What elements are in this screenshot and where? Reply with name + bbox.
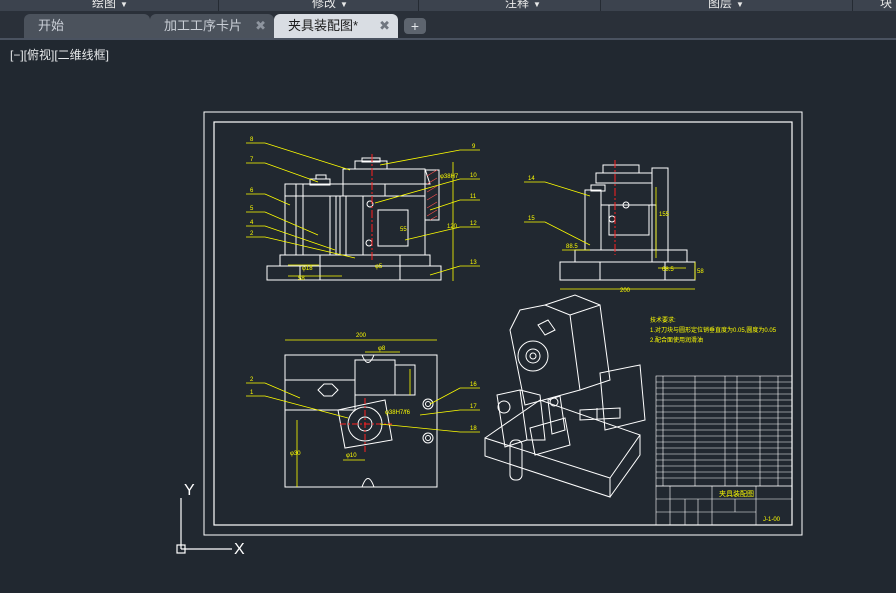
top-view-labels: 2 1 16 17 18 200 φ8 φ38H7/f6 φ30 φ10 bbox=[250, 333, 477, 459]
svg-text:68.5: 68.5 bbox=[662, 267, 674, 273]
viewport-controls[interactable]: [−][俯视][二维线框] bbox=[10, 48, 110, 62]
svg-text:13: 13 bbox=[470, 260, 477, 266]
ribbon-panel-modify[interactable]: 修改▼ bbox=[312, 0, 348, 11]
ucs-y-label: Y bbox=[184, 482, 195, 499]
panel-divider bbox=[600, 0, 601, 11]
side-view bbox=[559, 164, 696, 281]
title-block bbox=[655, 485, 793, 526]
panel-divider bbox=[218, 0, 219, 11]
sheet-outer-border bbox=[203, 111, 803, 536]
tab-label: 夹具装配图* bbox=[288, 18, 359, 33]
ribbon-panel-modify-label: 修改 bbox=[312, 0, 337, 10]
svg-text:18: 18 bbox=[470, 426, 477, 432]
svg-text:17: 17 bbox=[470, 404, 477, 410]
file-tab-bar: 开始 加工工序卡片 ✖ 夹具装配图* ✖ bbox=[0, 11, 896, 40]
chevron-down-icon: ▼ bbox=[340, 0, 348, 9]
svg-text:16: 16 bbox=[470, 382, 477, 388]
panel-divider bbox=[418, 0, 419, 11]
svg-text:2.配合面使用润滑油: 2.配合面使用润滑油 bbox=[650, 336, 703, 344]
svg-text:9: 9 bbox=[472, 144, 476, 150]
chevron-down-icon: ▼ bbox=[120, 0, 128, 9]
svg-text:200: 200 bbox=[356, 333, 367, 339]
close-icon[interactable]: ✖ bbox=[379, 18, 390, 33]
ribbon-panel-layers[interactable]: 图层▼ bbox=[708, 0, 744, 11]
svg-text:200: 200 bbox=[620, 288, 631, 294]
svg-text:15: 15 bbox=[528, 216, 535, 222]
sheet-inner-border bbox=[213, 121, 793, 526]
svg-text:1.对刀块与圆形定位销垂直度为0.05,圆度为0.05: 1.对刀块与圆形定位销垂直度为0.05,圆度为0.05 bbox=[650, 326, 777, 334]
side-view-leaders bbox=[524, 181, 696, 290]
front-view-leaders bbox=[246, 142, 480, 281]
svg-text:φ38H7/f6: φ38H7/f6 bbox=[385, 410, 411, 416]
svg-text:φ5: φ5 bbox=[375, 264, 383, 270]
top-view bbox=[284, 354, 438, 488]
svg-text:1: 1 bbox=[250, 390, 254, 396]
ribbon-panel-draw[interactable]: 绘图▼ bbox=[92, 0, 128, 11]
tab-fixture-assembly[interactable]: 夹具装配图* ✖ bbox=[274, 14, 398, 38]
svg-text:88.5: 88.5 bbox=[566, 244, 578, 250]
front-view-labels: 8 7 6 5 4 2 9 10 11 12 13 φ18 58 φ38H7 5… bbox=[250, 137, 477, 282]
tab-process-card[interactable]: 加工工序卡片 ✖ bbox=[150, 14, 274, 38]
ribbon-panel-annotate[interactable]: 注释▼ bbox=[505, 0, 541, 11]
svg-text:技术要求:: 技术要求: bbox=[650, 316, 676, 324]
front-view bbox=[266, 157, 442, 281]
svg-text:58: 58 bbox=[697, 269, 704, 275]
svg-text:φ30: φ30 bbox=[290, 451, 301, 457]
technical-requirements: 技术要求: 1.对刀块与圆形定位销垂直度为0.05,圆度为0.05 2.配合面使… bbox=[650, 316, 777, 344]
top-view-leaders bbox=[246, 339, 480, 487]
tab-label: 加工工序卡片 bbox=[164, 18, 243, 33]
svg-text:12: 12 bbox=[470, 221, 477, 227]
svg-text:7: 7 bbox=[250, 157, 254, 163]
new-tab-button[interactable]: + bbox=[404, 18, 426, 34]
title-block-drawing-number: J-1-00 bbox=[763, 517, 781, 523]
svg-text:φ10: φ10 bbox=[346, 453, 357, 459]
tab-start[interactable]: 开始 bbox=[24, 14, 150, 38]
ucs-icon bbox=[176, 498, 232, 554]
ribbon-panel-block[interactable]: 块 bbox=[880, 0, 892, 11]
close-icon[interactable]: ✖ bbox=[255, 18, 266, 33]
svg-text:14: 14 bbox=[528, 176, 535, 182]
svg-text:5: 5 bbox=[250, 206, 254, 212]
panel-divider bbox=[852, 0, 853, 11]
ribbon-panel-block-label: 块 bbox=[880, 0, 893, 10]
ribbon-panel-layers-label: 图层 bbox=[708, 0, 733, 10]
model-space-canvas[interactable] bbox=[0, 40, 896, 593]
title-block-title: 夹具装配图 bbox=[719, 489, 754, 498]
svg-text:10: 10 bbox=[470, 173, 477, 179]
svg-text:155: 155 bbox=[659, 212, 670, 218]
chevron-down-icon: ▼ bbox=[533, 0, 541, 9]
svg-text:4: 4 bbox=[250, 220, 254, 226]
svg-text:8: 8 bbox=[250, 137, 254, 143]
ribbon-panel-draw-label: 绘图 bbox=[92, 0, 117, 10]
side-view-labels: 14 15 200 155 88.5 68.5 58 bbox=[528, 176, 704, 294]
tab-label: 开始 bbox=[38, 18, 65, 33]
svg-text:2: 2 bbox=[250, 377, 254, 383]
front-view-hatch bbox=[426, 169, 438, 221]
ucs-x-label: X bbox=[234, 541, 245, 558]
ribbon-panel-annotate-label: 注释 bbox=[505, 0, 530, 10]
svg-text:6: 6 bbox=[250, 188, 254, 194]
svg-text:φ38H7: φ38H7 bbox=[440, 174, 459, 180]
svg-text:2: 2 bbox=[250, 231, 254, 237]
svg-text:φ8: φ8 bbox=[378, 346, 386, 352]
svg-text:φ18: φ18 bbox=[302, 266, 313, 272]
parts-list bbox=[655, 375, 793, 487]
svg-text:11: 11 bbox=[470, 194, 477, 200]
svg-text:120: 120 bbox=[447, 224, 458, 230]
svg-text:55: 55 bbox=[400, 227, 407, 233]
svg-text:58: 58 bbox=[298, 276, 305, 282]
chevron-down-icon: ▼ bbox=[736, 0, 744, 9]
isometric-view bbox=[484, 294, 646, 498]
